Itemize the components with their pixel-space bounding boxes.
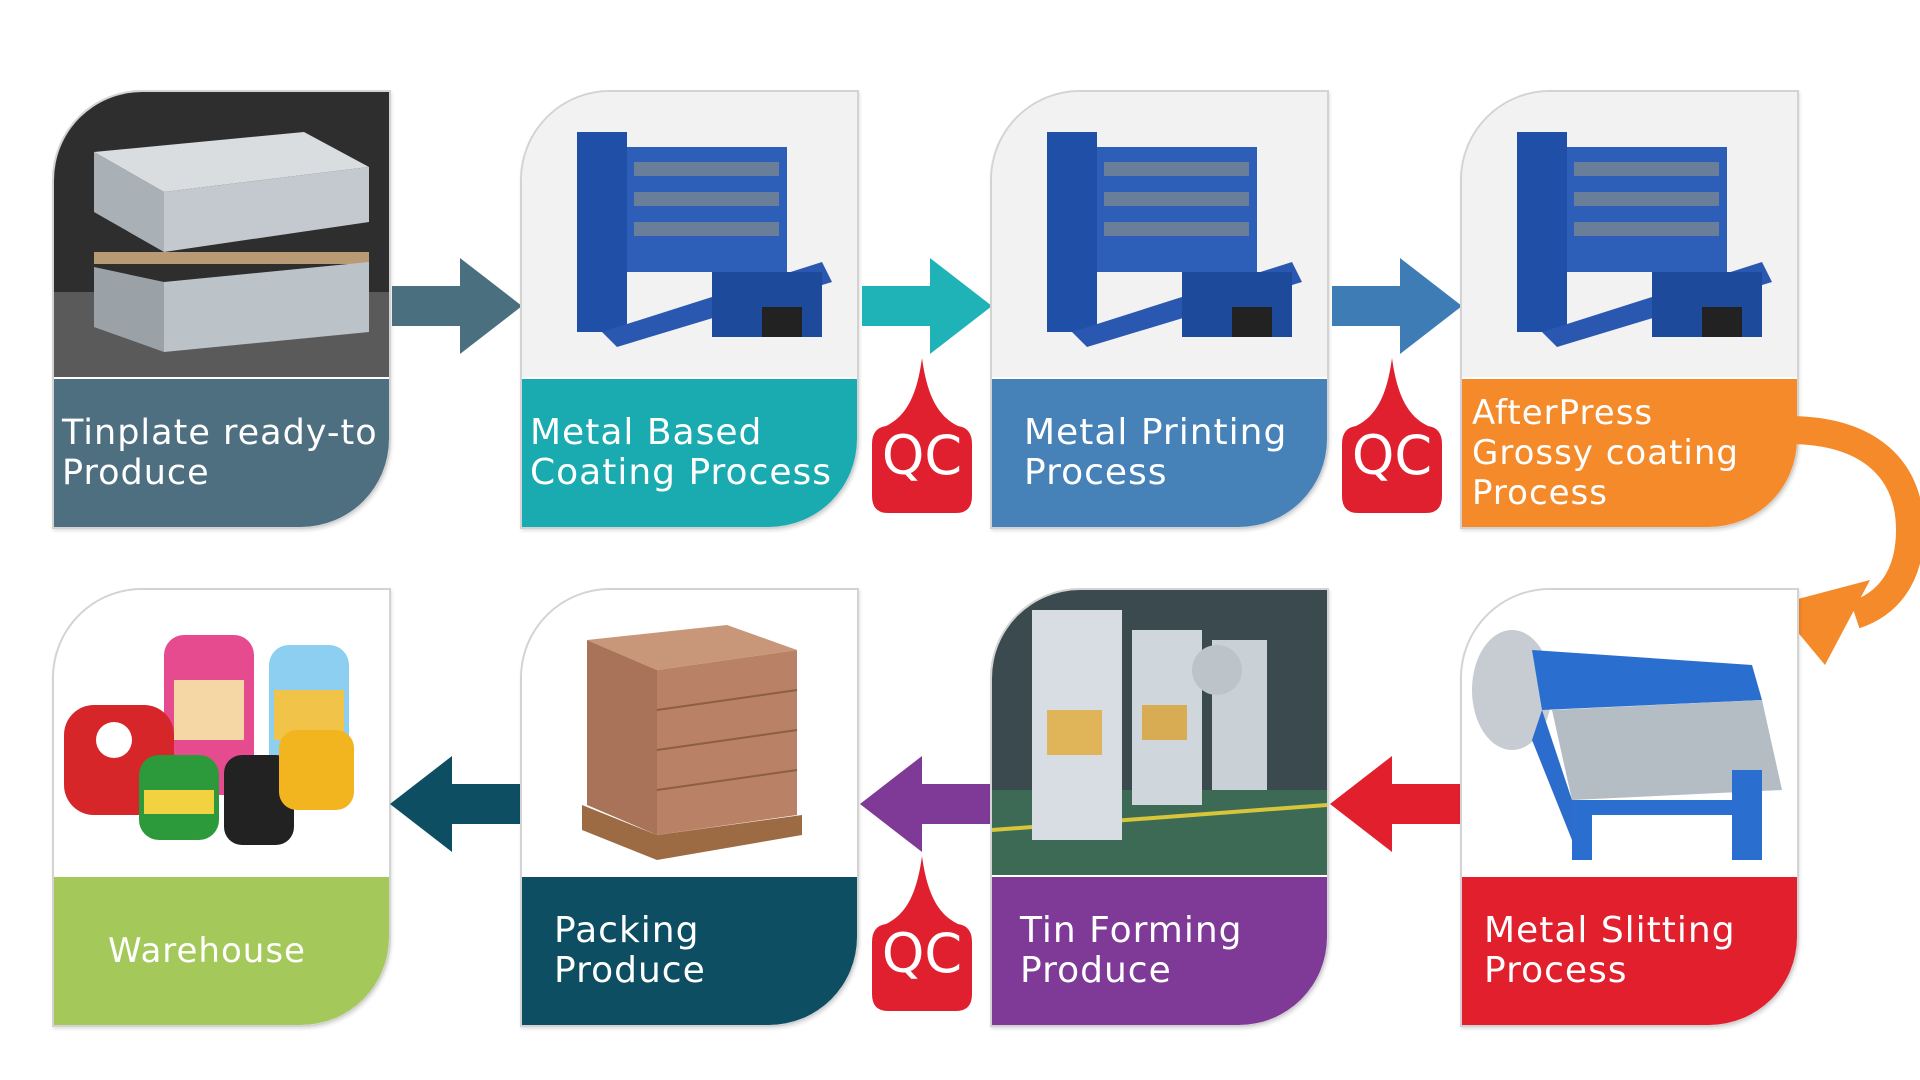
- step-afterpress: AfterPress Grossy coating Process: [1460, 90, 1799, 529]
- step-coating: Metal Based Coating Process: [520, 90, 859, 529]
- arrow-left-icon: [1330, 756, 1460, 852]
- step-label-line2: Process: [1024, 452, 1168, 493]
- qc-checkpoint: QC: [872, 358, 972, 513]
- qc-badge-icon: [872, 358, 972, 513]
- step-label-line2: Produce: [1020, 950, 1172, 991]
- glossy-coating-machine-image: [1462, 92, 1797, 377]
- step-label-line1: AfterPress: [1472, 393, 1654, 433]
- step-label-line2: Process: [1484, 950, 1628, 991]
- arrow-left-icon: [390, 756, 520, 852]
- qc-badge-icon: [872, 856, 972, 1011]
- step-forming: Tin Forming Produce: [990, 588, 1329, 1027]
- step-slitting: Metal Slitting Process: [1460, 588, 1799, 1027]
- step-printing: Metal Printing Process: [990, 90, 1329, 529]
- tinplate-stack-image: [54, 92, 389, 377]
- qc-checkpoint: QC: [872, 856, 972, 1011]
- step-packing: Packing Produce: [520, 588, 859, 1027]
- step-label-line2: Grossy coating: [1472, 433, 1739, 473]
- step-label-line2: Produce: [62, 453, 210, 493]
- arrow-right-icon: [862, 258, 992, 354]
- qc-label: QC: [881, 922, 963, 985]
- step-label-line1: Metal Slitting: [1484, 910, 1736, 951]
- slitting-machine-image: [1462, 590, 1797, 875]
- step-label: Packing Produce: [522, 877, 857, 1025]
- coating-machine-image: [522, 92, 857, 377]
- printing-machine-image: [992, 92, 1327, 377]
- boxed-pallet-image: [522, 590, 857, 875]
- arrow-right-icon: [1332, 258, 1462, 354]
- step-label: Metal Printing Process: [992, 379, 1327, 527]
- step-label-line1: Packing: [554, 910, 700, 951]
- qc-label: QC: [1351, 424, 1433, 487]
- press-machines-image: [992, 590, 1327, 875]
- step-label: Tin Forming Produce: [992, 877, 1327, 1025]
- step-label: Warehouse: [54, 877, 389, 1025]
- tin-cans-image: [54, 590, 389, 875]
- step-tinplate: Tinplate ready-to Produce: [52, 90, 391, 529]
- step-label-line1: Warehouse: [108, 931, 306, 971]
- arrow-right-icon: [392, 258, 522, 354]
- step-label-line1: Tin Forming: [1020, 910, 1243, 951]
- step-label-line1: Tinplate ready-to: [62, 413, 378, 453]
- step-label-line1: Metal Based: [530, 412, 763, 453]
- step-label-line2: Produce: [554, 950, 706, 991]
- step-label-line2: Coating Process: [530, 452, 833, 493]
- qc-badge-icon: [1342, 358, 1442, 513]
- step-label: AfterPress Grossy coating Process: [1462, 379, 1797, 527]
- step-label: Metal Based Coating Process: [522, 379, 857, 527]
- step-label-line1: Metal Printing: [1024, 412, 1288, 453]
- step-warehouse: Warehouse: [52, 588, 391, 1027]
- step-label: Metal Slitting Process: [1462, 877, 1797, 1025]
- arrow-left-icon: [860, 756, 990, 852]
- qc-checkpoint: QC: [1342, 358, 1442, 513]
- step-label: Tinplate ready-to Produce: [54, 379, 389, 527]
- step-label-line3: Process: [1472, 473, 1608, 513]
- qc-label: QC: [881, 424, 963, 487]
